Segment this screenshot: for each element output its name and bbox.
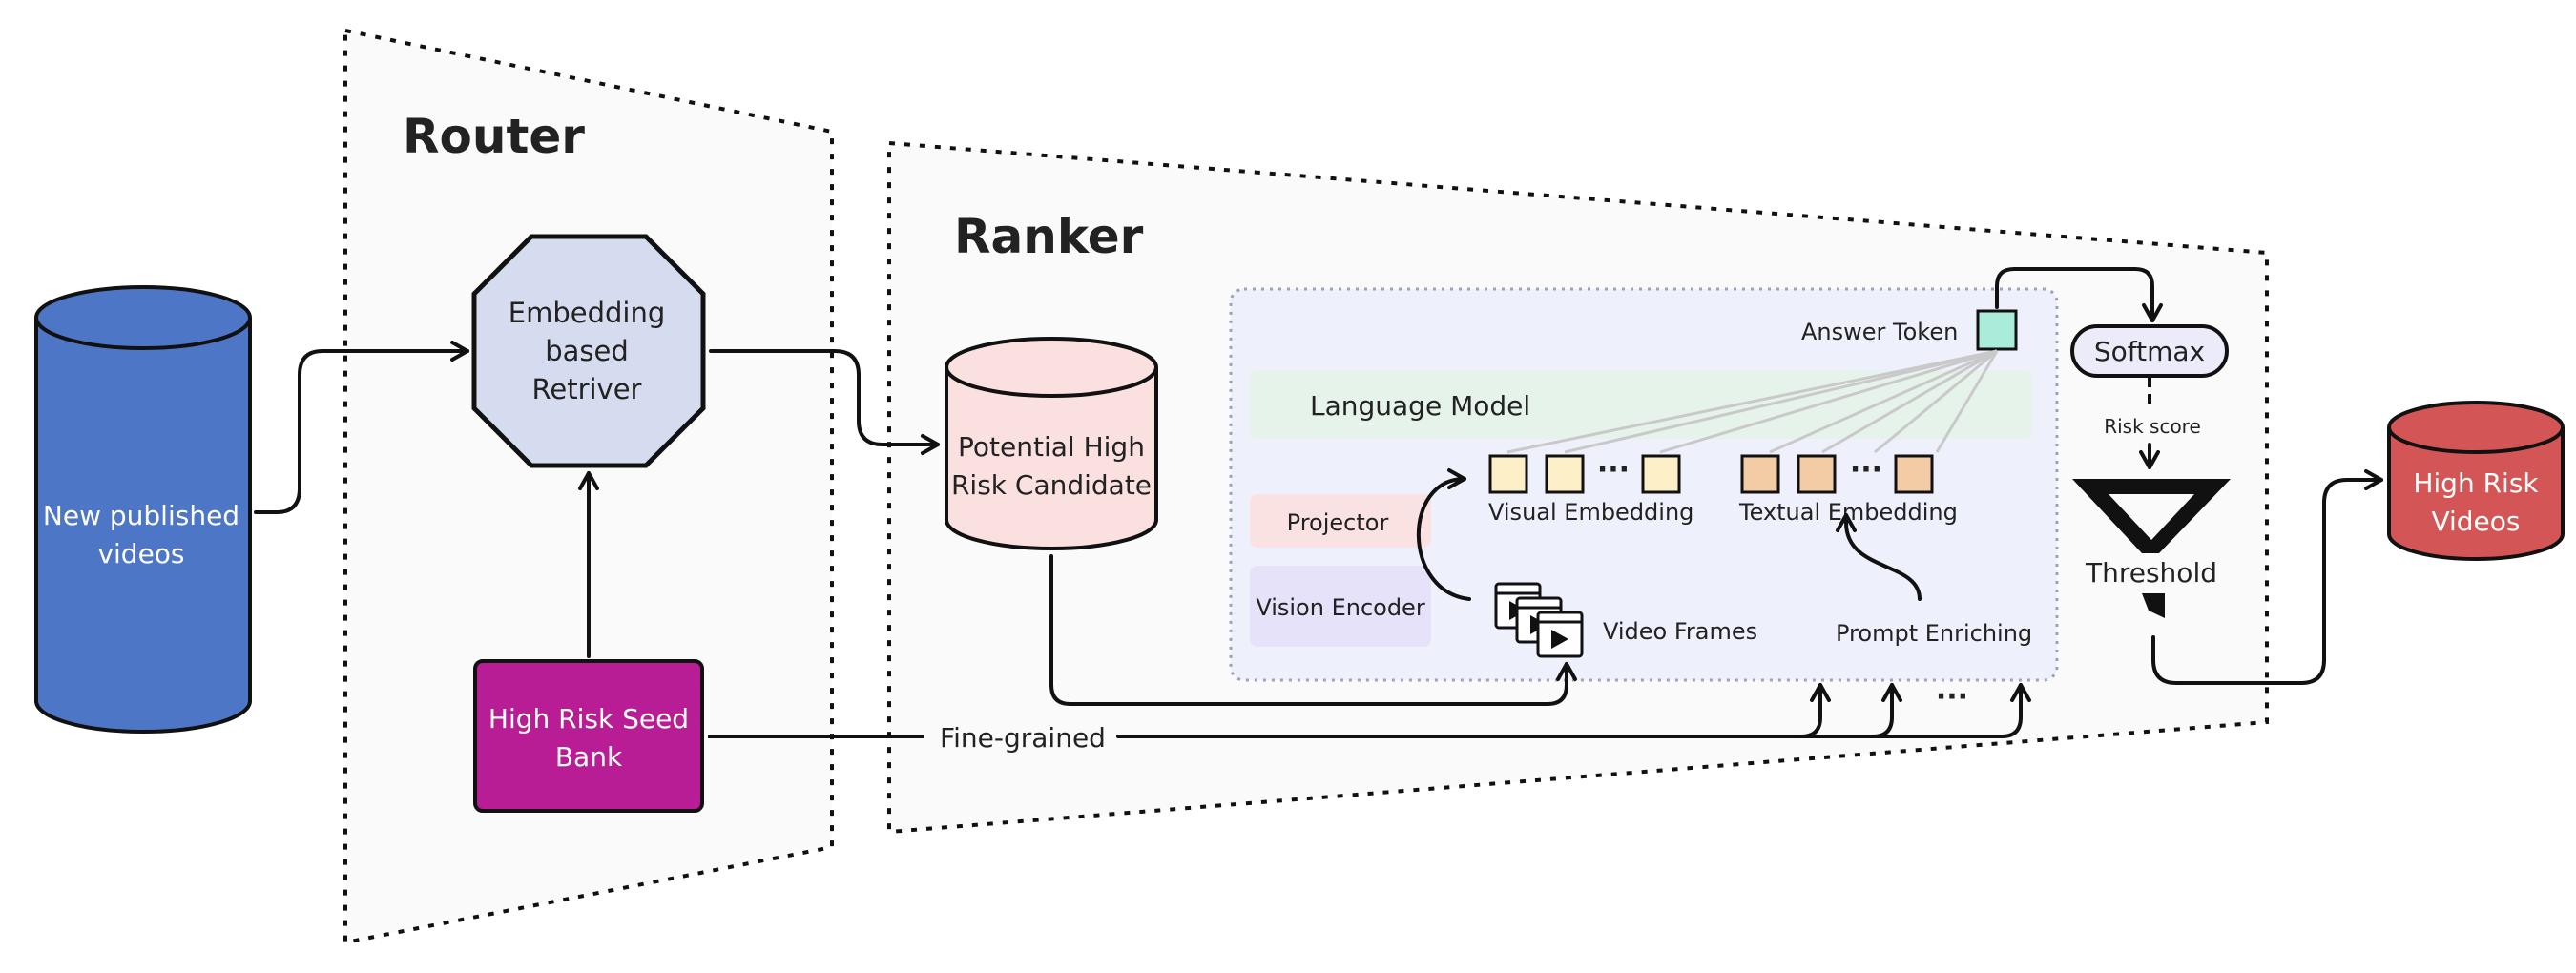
video-frames-label: Video Frames	[1603, 618, 1757, 645]
retriever-label-line3: Retriver	[532, 373, 642, 405]
textual-token-ellipsis: ···	[1850, 453, 1882, 486]
answer-token-square	[1976, 309, 2018, 351]
visual-token	[1641, 454, 1681, 494]
retriever-octagon	[471, 234, 706, 468]
visual-embedding-label: Visual Embedding	[1488, 499, 1693, 526]
attention-ray	[1659, 349, 1998, 454]
answer-token-label: Answer Token	[1801, 319, 1958, 345]
textual-token	[1894, 454, 1934, 494]
attention-ray	[1935, 350, 1999, 453]
retriever-label-line2: based	[545, 335, 629, 367]
attention-rays	[1506, 349, 1999, 454]
language-model-label: Language Model	[1310, 390, 1530, 422]
seed-bank-label-line1: High Risk Seed	[488, 703, 689, 735]
new-videos-database: New published videos	[34, 285, 252, 734]
mllm-panel: Language Model Answer Token ··· Visual E…	[1229, 287, 2059, 682]
fine-grained-branch-1	[1799, 683, 1831, 738]
fine-grained-label: Fine-grained	[940, 722, 1106, 754]
video-play-icon	[1551, 630, 1568, 649]
output-cylinder-top	[2387, 401, 2565, 454]
visual-embedding-tokens: ···	[1488, 453, 1681, 494]
threshold-output-spout	[2142, 593, 2165, 618]
new-videos-cylinder-body	[34, 318, 252, 734]
frames-to-visual-embedding-arrow	[1416, 468, 1471, 601]
threshold-label: Threshold	[2085, 557, 2217, 589]
textual-token	[1797, 454, 1837, 494]
prompt-enriching-label: Prompt Enriching	[1836, 620, 2032, 647]
output-label-line1: High Risk	[2413, 467, 2539, 499]
videos-to-retriever-arrow	[254, 341, 469, 514]
high-risk-videos-database: High Risk Videos	[2387, 401, 2565, 561]
new-videos-label-line2: videos	[97, 538, 184, 569]
retriever-to-candidate-arrow	[709, 349, 940, 455]
projector-box	[1250, 494, 1431, 548]
candidate-database: Potential High Risk Candidate	[945, 337, 1158, 550]
prompt-to-textual-embedding-arrow	[1836, 513, 1922, 601]
threshold-to-output-arrow	[2151, 469, 2383, 685]
ranker-title: Ranker	[954, 209, 1144, 264]
seed-bank: High Risk Seed Bank	[473, 659, 704, 813]
output-label-line2: Videos	[2431, 506, 2520, 537]
vision-encoder-box	[1250, 566, 1431, 647]
textual-token	[1740, 454, 1780, 494]
attention-ray	[1769, 349, 1998, 454]
candidate-cylinder-body	[945, 367, 1158, 550]
risk-score-label: Risk score	[2104, 415, 2201, 438]
seed-bank-label-line2: Bank	[555, 741, 623, 773]
new-videos-cylinder-top	[34, 285, 252, 350]
visual-token	[1545, 454, 1585, 494]
attention-ray	[1564, 349, 1998, 454]
vision-encoder-label: Vision Encoder	[1256, 594, 1425, 621]
embedding-retriever: Embedding based Retriver	[471, 234, 706, 468]
candidate-label-line2: Risk Candidate	[951, 469, 1152, 501]
fine-grained-line-right	[1116, 683, 2031, 738]
attention-ray	[1821, 349, 1998, 454]
softmax-label: Softmax	[2094, 336, 2205, 367]
router-title: Router	[403, 109, 585, 164]
new-videos-label-line1: New published	[43, 500, 239, 531]
retriever-label-line1: Embedding	[509, 297, 665, 329]
candidate-cylinder-top	[945, 337, 1158, 398]
threshold-funnel-icon	[2072, 479, 2231, 553]
attention-ray	[1506, 349, 1998, 454]
textual-embedding-tokens: ···	[1740, 453, 1934, 494]
candidate-label-line1: Potential High	[958, 431, 1145, 463]
output-cylinder-body	[2387, 427, 2565, 561]
projector-label: Projector	[1287, 509, 1389, 536]
visual-token-ellipsis: ···	[1597, 453, 1630, 486]
answer-token-to-softmax-arrow	[1995, 267, 2163, 322]
post-processing: Softmax Risk score Threshold	[2070, 324, 2231, 618]
visual-token	[1488, 454, 1528, 494]
fine-grained-branch-2	[1871, 683, 1902, 738]
attention-ray	[1874, 349, 1998, 454]
candidate-to-frames-arrow	[1049, 554, 1577, 706]
video-frames-icon	[1494, 582, 1584, 658]
softmax-pill	[2070, 324, 2229, 378]
fine-grained-ellipsis: ···	[1936, 680, 1968, 714]
seed-bank-box	[473, 659, 704, 813]
